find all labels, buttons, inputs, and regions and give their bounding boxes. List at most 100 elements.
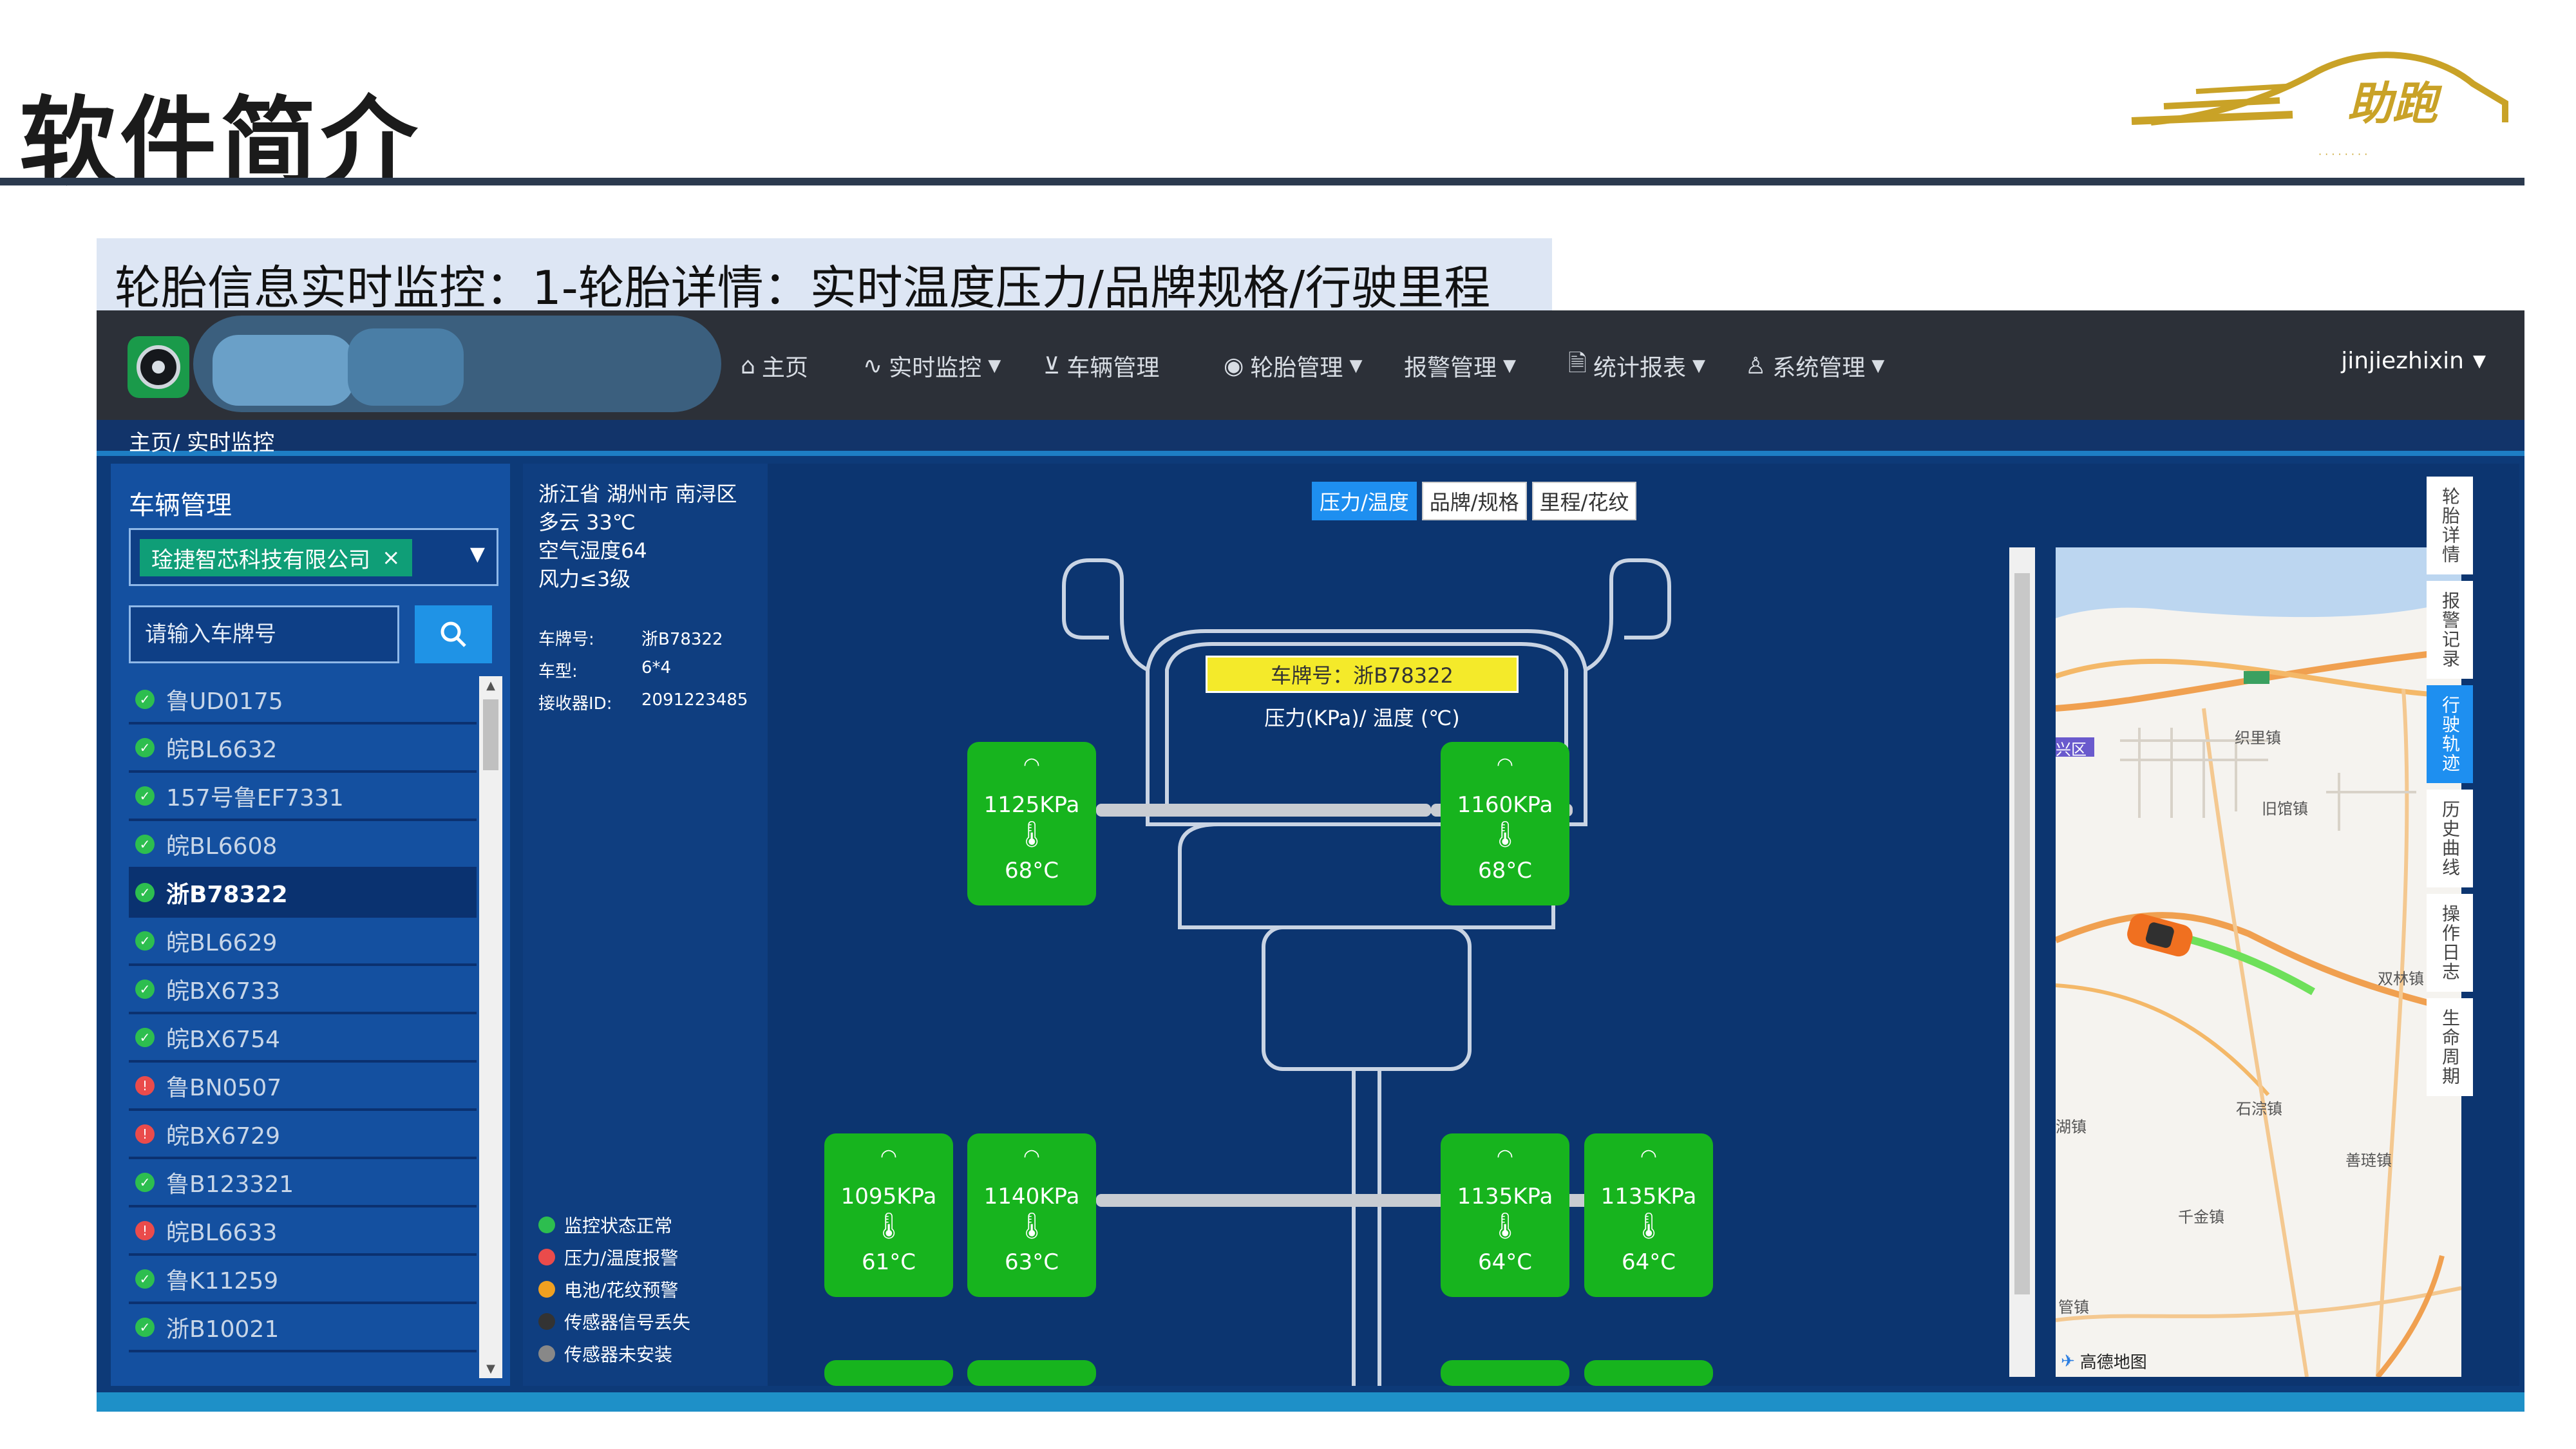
- tire-front-left[interactable]: ◠ 1125KPa 🌡 68°C: [967, 742, 1096, 905]
- user-menu[interactable]: jinjiezhixin▼: [2341, 348, 2486, 374]
- tire-pressure: 1125KPa: [983, 792, 1080, 818]
- nav-statistics-label: 统计报表: [1593, 355, 1686, 381]
- gauge-icon: ◠: [880, 1145, 898, 1168]
- tire-partial[interactable]: [824, 1360, 953, 1386]
- tab-mileage-tread[interactable]: 里程/花纹: [1531, 482, 1637, 520]
- legend-item: 压力/温度报警: [538, 1244, 678, 1270]
- tire-rear-right-inner[interactable]: ◠ 1135KPa 🌡 64°C: [1441, 1133, 1569, 1297]
- nav-tire-management[interactable]: ◉轮胎管理▼: [1224, 348, 1362, 384]
- nav-realtime-monitor[interactable]: ∿实时监控▼: [863, 348, 1001, 384]
- nav-alarm-management[interactable]: 报警管理▼: [1404, 348, 1516, 384]
- legend-item: 传感器信号丢失: [538, 1309, 690, 1334]
- brand-logo: 助跑 · · · · · · · ·: [2131, 52, 2508, 160]
- app-screenshot: ⌂主页 ∿实时监控▼ ⊻车辆管理 ◉轮胎管理▼ 报警管理▼ 🗎统计报表▼ ♙系统…: [97, 310, 2524, 1412]
- vehicle-row[interactable]: ✓皖BX6754: [129, 1014, 477, 1063]
- nav-statistics[interactable]: 🗎统计报表▼: [1568, 348, 1705, 384]
- side-tab-history-curve[interactable]: 历史曲线: [2427, 790, 2473, 887]
- legend-label: 传感器未安装: [564, 1344, 673, 1365]
- tire-partial[interactable]: [967, 1360, 1096, 1386]
- vehicle-row[interactable]: ✓鲁B123321: [129, 1159, 477, 1208]
- pulse-icon: ∿: [863, 352, 883, 379]
- vehicle-info-box: 浙江省 湖州市 南浔区 多云 33℃ 空气湿度64 风力≤3级 车牌号: 浙B7…: [523, 464, 768, 1386]
- tire-partial[interactable]: [1584, 1360, 1713, 1386]
- vehicle-row[interactable]: ✓浙B10021: [129, 1304, 477, 1352]
- nav-home[interactable]: ⌂主页: [741, 348, 808, 384]
- tab-pressure-temperature[interactable]: 压力/温度: [1312, 482, 1417, 520]
- vehicle-list-scrollbar[interactable]: ▲ ▼: [479, 676, 502, 1378]
- tire-pressure: 1135KPa: [1600, 1184, 1697, 1209]
- map-place-label: 旧馆镇: [2262, 800, 2308, 818]
- status-ok-icon: ✓: [135, 882, 155, 902]
- trajectory-map[interactable]: 织里镇 旧馆镇 双林镇 石淙镇 善琏镇 千金镇 兴区 湖镇 管镇 ✈ 高德地图: [2056, 547, 2461, 1377]
- breadcrumb: 主页/ 实时监控: [129, 430, 275, 456]
- gauge-icon: ◠: [1640, 1145, 1658, 1168]
- status-ok-icon: ✓: [135, 1317, 155, 1337]
- search-button[interactable]: [415, 605, 492, 663]
- map-place-label: 千金镇: [2178, 1208, 2224, 1226]
- vehicle-row[interactable]: ✓ 皖BL6608: [129, 821, 477, 869]
- status-alarm-icon: !: [135, 1075, 155, 1095]
- side-tab-alarm-record[interactable]: 报警记录: [2427, 581, 2473, 679]
- caret-down-icon: ▼: [1692, 356, 1705, 375]
- vehicle-row[interactable]: !鲁BN0507: [129, 1063, 477, 1111]
- plate-value: 浙B78322: [641, 630, 723, 649]
- vehicle-row[interactable]: ! 皖BL6633: [129, 1208, 477, 1256]
- close-icon[interactable]: ×: [382, 545, 401, 571]
- vehicle-plate: 皖BL6608: [166, 833, 278, 860]
- vehicle-row[interactable]: !皖BX6729: [129, 1111, 477, 1159]
- nav-system-label: 系统管理: [1772, 355, 1866, 381]
- nav-vehicle-management[interactable]: ⊻车辆管理: [1043, 348, 1159, 384]
- vehicle-row[interactable]: ✓157号鲁EF7331: [129, 773, 477, 821]
- scrollbar-thumb[interactable]: [483, 699, 498, 770]
- vehicle-plate: 皖BL6633: [166, 1219, 278, 1246]
- user-icon: ♙: [1745, 352, 1766, 379]
- status-ok-icon: ✓: [135, 1172, 155, 1192]
- side-tab-tire-detail[interactable]: 轮胎详情: [2427, 477, 2473, 574]
- tire-partial[interactable]: [1441, 1360, 1569, 1386]
- vehicle-row[interactable]: ✓鲁K11259: [129, 1256, 477, 1304]
- legend-item: 监控状态正常: [538, 1212, 672, 1238]
- brand-logo-text: 助跑: [2347, 77, 2443, 130]
- scroll-up-icon[interactable]: ▲: [486, 679, 495, 692]
- vehicle-row[interactable]: ✓皖BL6632: [129, 724, 477, 773]
- nav-system-management[interactable]: ♙系统管理▼: [1745, 348, 1884, 384]
- tab-brand-spec[interactable]: 品牌/规格: [1421, 482, 1527, 520]
- status-alarm-icon: !: [135, 1220, 155, 1240]
- legend-item: 电池/花纹预警: [538, 1276, 678, 1302]
- company-select[interactable]: 琻捷智芯科技有限公司 × ▼: [129, 528, 498, 586]
- tire-front-right[interactable]: ◠ 1160KPa 🌡 68°C: [1441, 742, 1569, 905]
- home-icon: ⌂: [741, 352, 755, 379]
- tire-temperature: 63°C: [1004, 1249, 1059, 1275]
- caret-down-icon[interactable]: ▼: [469, 543, 485, 565]
- map-canvas: [2056, 547, 2461, 1377]
- tire-rear-left-inner[interactable]: ◠ 1140KPa 🌡 63°C: [967, 1133, 1096, 1297]
- side-tab-life-cycle[interactable]: 生命周期: [2427, 998, 2473, 1096]
- status-ok-icon: ✓: [135, 786, 155, 806]
- scroll-down-icon[interactable]: ▼: [486, 1362, 495, 1376]
- tire-rear-left-outer[interactable]: ◠ 1095KPa 🌡 61°C: [824, 1133, 953, 1297]
- panel-scrollbar[interactable]: [2009, 547, 2035, 1377]
- vehicle-row[interactable]: ✓鲁UD0175: [129, 676, 477, 724]
- side-tab-driving-track[interactable]: 行驶轨迹: [2427, 685, 2473, 783]
- tire-rear-right-outer[interactable]: ◠ 1135KPa 🌡 64°C: [1584, 1133, 1713, 1297]
- vehicle-row-selected[interactable]: ✓浙B78322: [129, 869, 477, 918]
- map-place-label: 湖镇: [2056, 1118, 2087, 1136]
- tire-logo-icon[interactable]: [128, 336, 189, 398]
- vehicle-row[interactable]: ✓皖BL6629: [129, 918, 477, 966]
- gauge-icon: ◠: [1496, 1145, 1514, 1168]
- caret-down-icon: ▼: [988, 356, 1001, 375]
- pressure-temp-unit-label: 压力(KPa)/ 温度 (℃): [1264, 706, 1460, 730]
- thermometer-icon: 🌡: [1015, 820, 1048, 849]
- scrollbar-thumb[interactable]: [2014, 573, 2030, 1294]
- vehicle-plate: 皖BX6729: [166, 1122, 280, 1150]
- side-tab-operation-log[interactable]: 操作日志: [2427, 894, 2473, 992]
- legend-dot: [538, 1249, 555, 1265]
- plate-search-input[interactable]: [129, 605, 399, 663]
- vehicle-plate: 皖BX6733: [166, 978, 280, 1005]
- truck-plate-banner: 车牌号：浙B78322: [1206, 656, 1519, 693]
- vehicle-plate: 皖BX6754: [166, 1026, 280, 1053]
- status-ok-icon: ✓: [135, 834, 155, 854]
- thermometer-icon: 🌡: [1632, 1211, 1665, 1241]
- vehicle-row[interactable]: ✓皖BX6733: [129, 966, 477, 1014]
- vehicle-panel-title: 车辆管理: [129, 491, 232, 520]
